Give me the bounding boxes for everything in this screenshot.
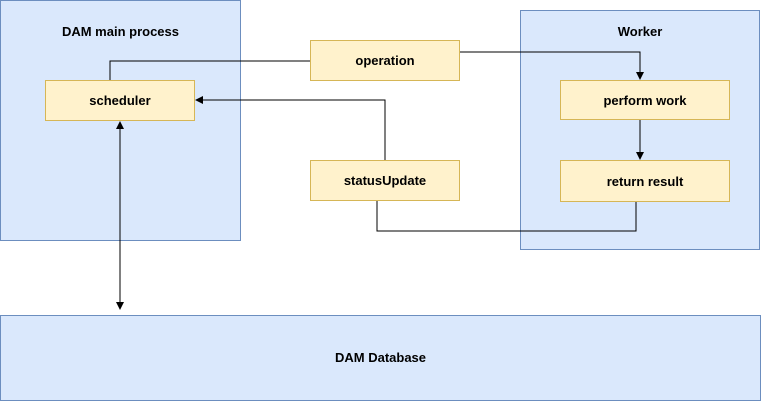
operation-message: operation bbox=[310, 40, 460, 81]
status-update-message: statusUpdate bbox=[310, 160, 460, 201]
database-box: DAM Database bbox=[0, 315, 761, 401]
worker-title: Worker bbox=[617, 24, 663, 39]
worker-container: Worker bbox=[520, 10, 760, 250]
database-title: DAM Database bbox=[334, 350, 427, 365]
perform-work-node: perform work bbox=[560, 80, 730, 120]
scheduler-node: scheduler bbox=[45, 80, 195, 121]
main-process-title: DAM main process bbox=[61, 24, 180, 39]
return-result-node: return result bbox=[560, 160, 730, 202]
